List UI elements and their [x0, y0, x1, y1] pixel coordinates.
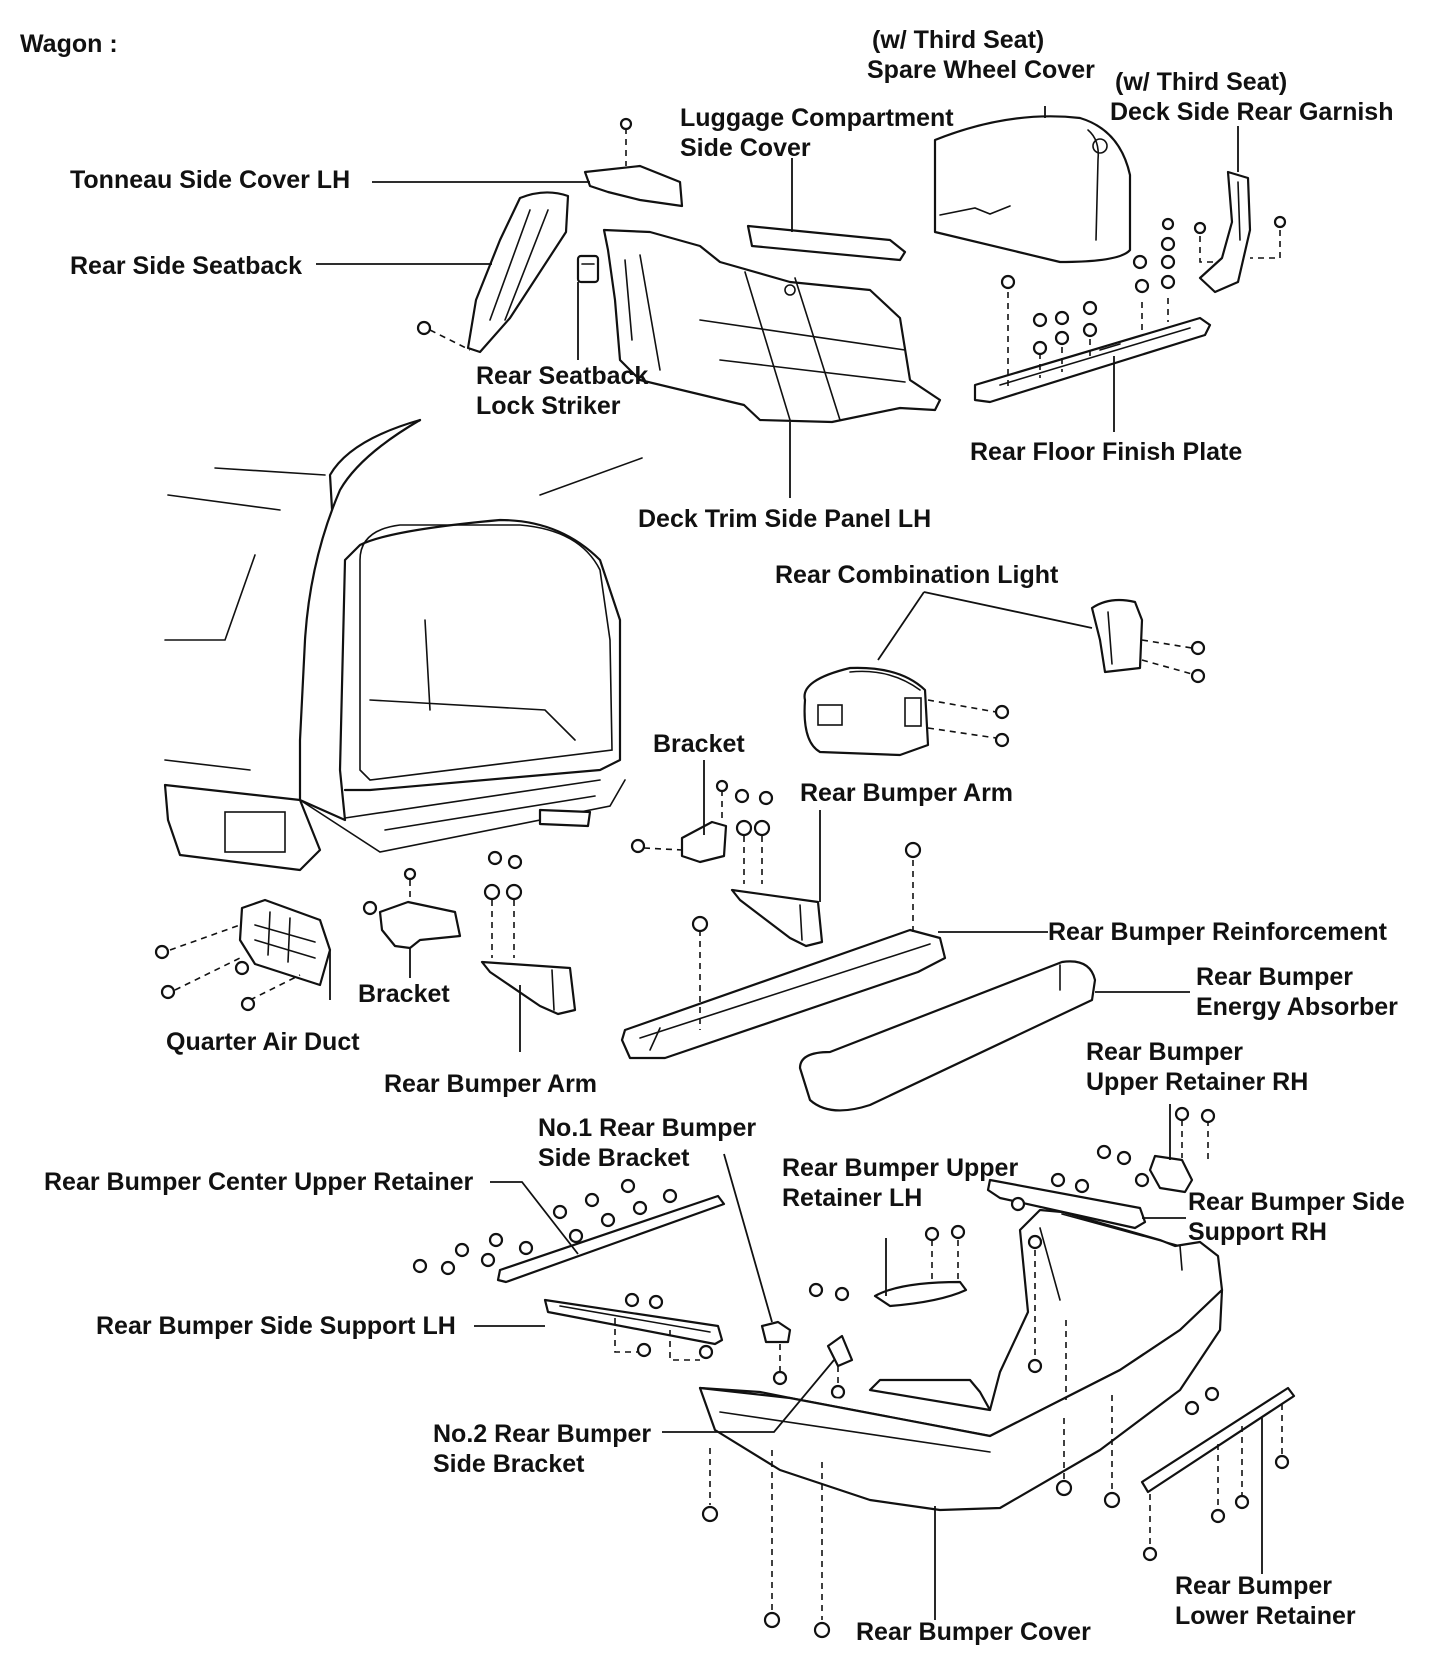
label-spare-wheel-cover: (w/ Third Seat) Spare Wheel Cover — [867, 26, 1095, 84]
rear-bumper-side-support-lh-part — [543, 1292, 724, 1361]
label-bracket-upper: Bracket — [653, 730, 745, 758]
rear-bumper-arm-lower-part — [480, 850, 577, 1016]
leader-lines — [316, 106, 1263, 1620]
label-no1-rear-bumper-side-bracket: No.1 Rear Bumper Side Bracket — [538, 1114, 763, 1172]
label-rear-floor-finish-plate: Rear Floor Finish Plate — [970, 438, 1242, 466]
rear-bumper-center-upper-retainer-part — [412, 1178, 726, 1284]
label-rear-bumper-energy-absorber: Rear Bumper Energy Absorber — [1196, 963, 1398, 1021]
diagram-heading: Wagon : — [20, 30, 118, 58]
label-tonneau-side-cover-lh: Tonneau Side Cover LH — [70, 166, 350, 194]
rear-floor-finish-plate-part — [973, 215, 1287, 404]
label-bracket-lower: Bracket — [358, 980, 450, 1008]
label-rear-bumper-side-support-rh: Rear Bumper Side Support RH — [1188, 1188, 1412, 1246]
vehicle-rear-body — [163, 418, 643, 872]
rear-combination-light-part — [803, 666, 1010, 757]
spare-wheel-cover-part — [933, 115, 1132, 264]
no2-rear-bumper-side-bracket-part — [826, 1334, 854, 1400]
rear-bumper-cover-part — [698, 1208, 1224, 1639]
label-rear-seatback-lock-striker: Rear Seatback Lock Striker — [476, 362, 655, 420]
label-rear-side-seatback: Rear Side Seatback — [70, 252, 302, 280]
rear-bumper-arm-upper-part — [730, 819, 824, 948]
rear-combination-light-rh-part — [1090, 598, 1206, 684]
label-rear-bumper-lower-retainer: Rear Bumper Lower Retainer — [1175, 1572, 1356, 1630]
bracket-lower-part — [362, 867, 462, 950]
label-rear-combination-light: Rear Combination Light — [775, 561, 1059, 589]
label-luggage-compartment-side-cover: Luggage Compartment Side Cover — [680, 104, 961, 162]
tonneau-side-cover-lh-part — [583, 117, 684, 208]
label-rear-bumper-cover: Rear Bumper Cover — [856, 1618, 1091, 1646]
no1-rear-bumper-side-bracket-part — [760, 1320, 792, 1386]
deck-side-rear-garnish-part — [1198, 170, 1252, 294]
label-no2-rear-bumper-side-bracket: No.2 Rear Bumper Side Bracket — [433, 1420, 658, 1478]
labels: (w/ Third Seat) Spare Wheel Cover (w/ Th… — [44, 26, 1412, 1646]
label-deck-trim-side-panel-lh: Deck Trim Side Panel LH — [638, 505, 931, 533]
rear-seatback-lock-striker-part — [576, 254, 600, 284]
deck-trim-side-panel-lh-part — [602, 228, 942, 424]
bracket-upper-part — [630, 779, 774, 864]
label-rear-bumper-upper-retainer-lh: Rear Bumper Upper Retainer LH — [782, 1154, 1025, 1212]
label-rear-bumper-arm-upper: Rear Bumper Arm — [800, 779, 1013, 807]
luggage-compartment-side-cover-part — [746, 224, 907, 262]
rear-bumper-reinforcement-part — [620, 841, 947, 1060]
label-rear-bumper-reinforcement: Rear Bumper Reinforcement — [1048, 918, 1388, 946]
rear-bumper-lower-retainer-part — [1140, 1386, 1296, 1562]
quarter-air-duct-part — [154, 898, 332, 1012]
label-deck-side-rear-garnish: (w/ Third Seat) Deck Side Rear Garnish — [1110, 68, 1393, 126]
rear-side-seatback-part — [416, 191, 570, 354]
label-rear-bumper-side-support-lh: Rear Bumper Side Support LH — [96, 1312, 456, 1340]
rear-bumper-energy-absorber-part — [798, 960, 1097, 1112]
label-rear-bumper-arm-lower: Rear Bumper Arm — [384, 1070, 597, 1098]
rear-bumper-upper-retainer-rh-part — [1096, 1106, 1216, 1194]
label-quarter-air-duct: Quarter Air Duct — [166, 1028, 360, 1056]
rear-bumper-upper-retainer-lh-part — [808, 1224, 968, 1308]
label-rear-bumper-center-upper-retainer: Rear Bumper Center Upper Retainer — [44, 1168, 474, 1196]
label-rear-bumper-upper-retainer-rh: Rear Bumper Upper Retainer RH — [1086, 1038, 1308, 1096]
